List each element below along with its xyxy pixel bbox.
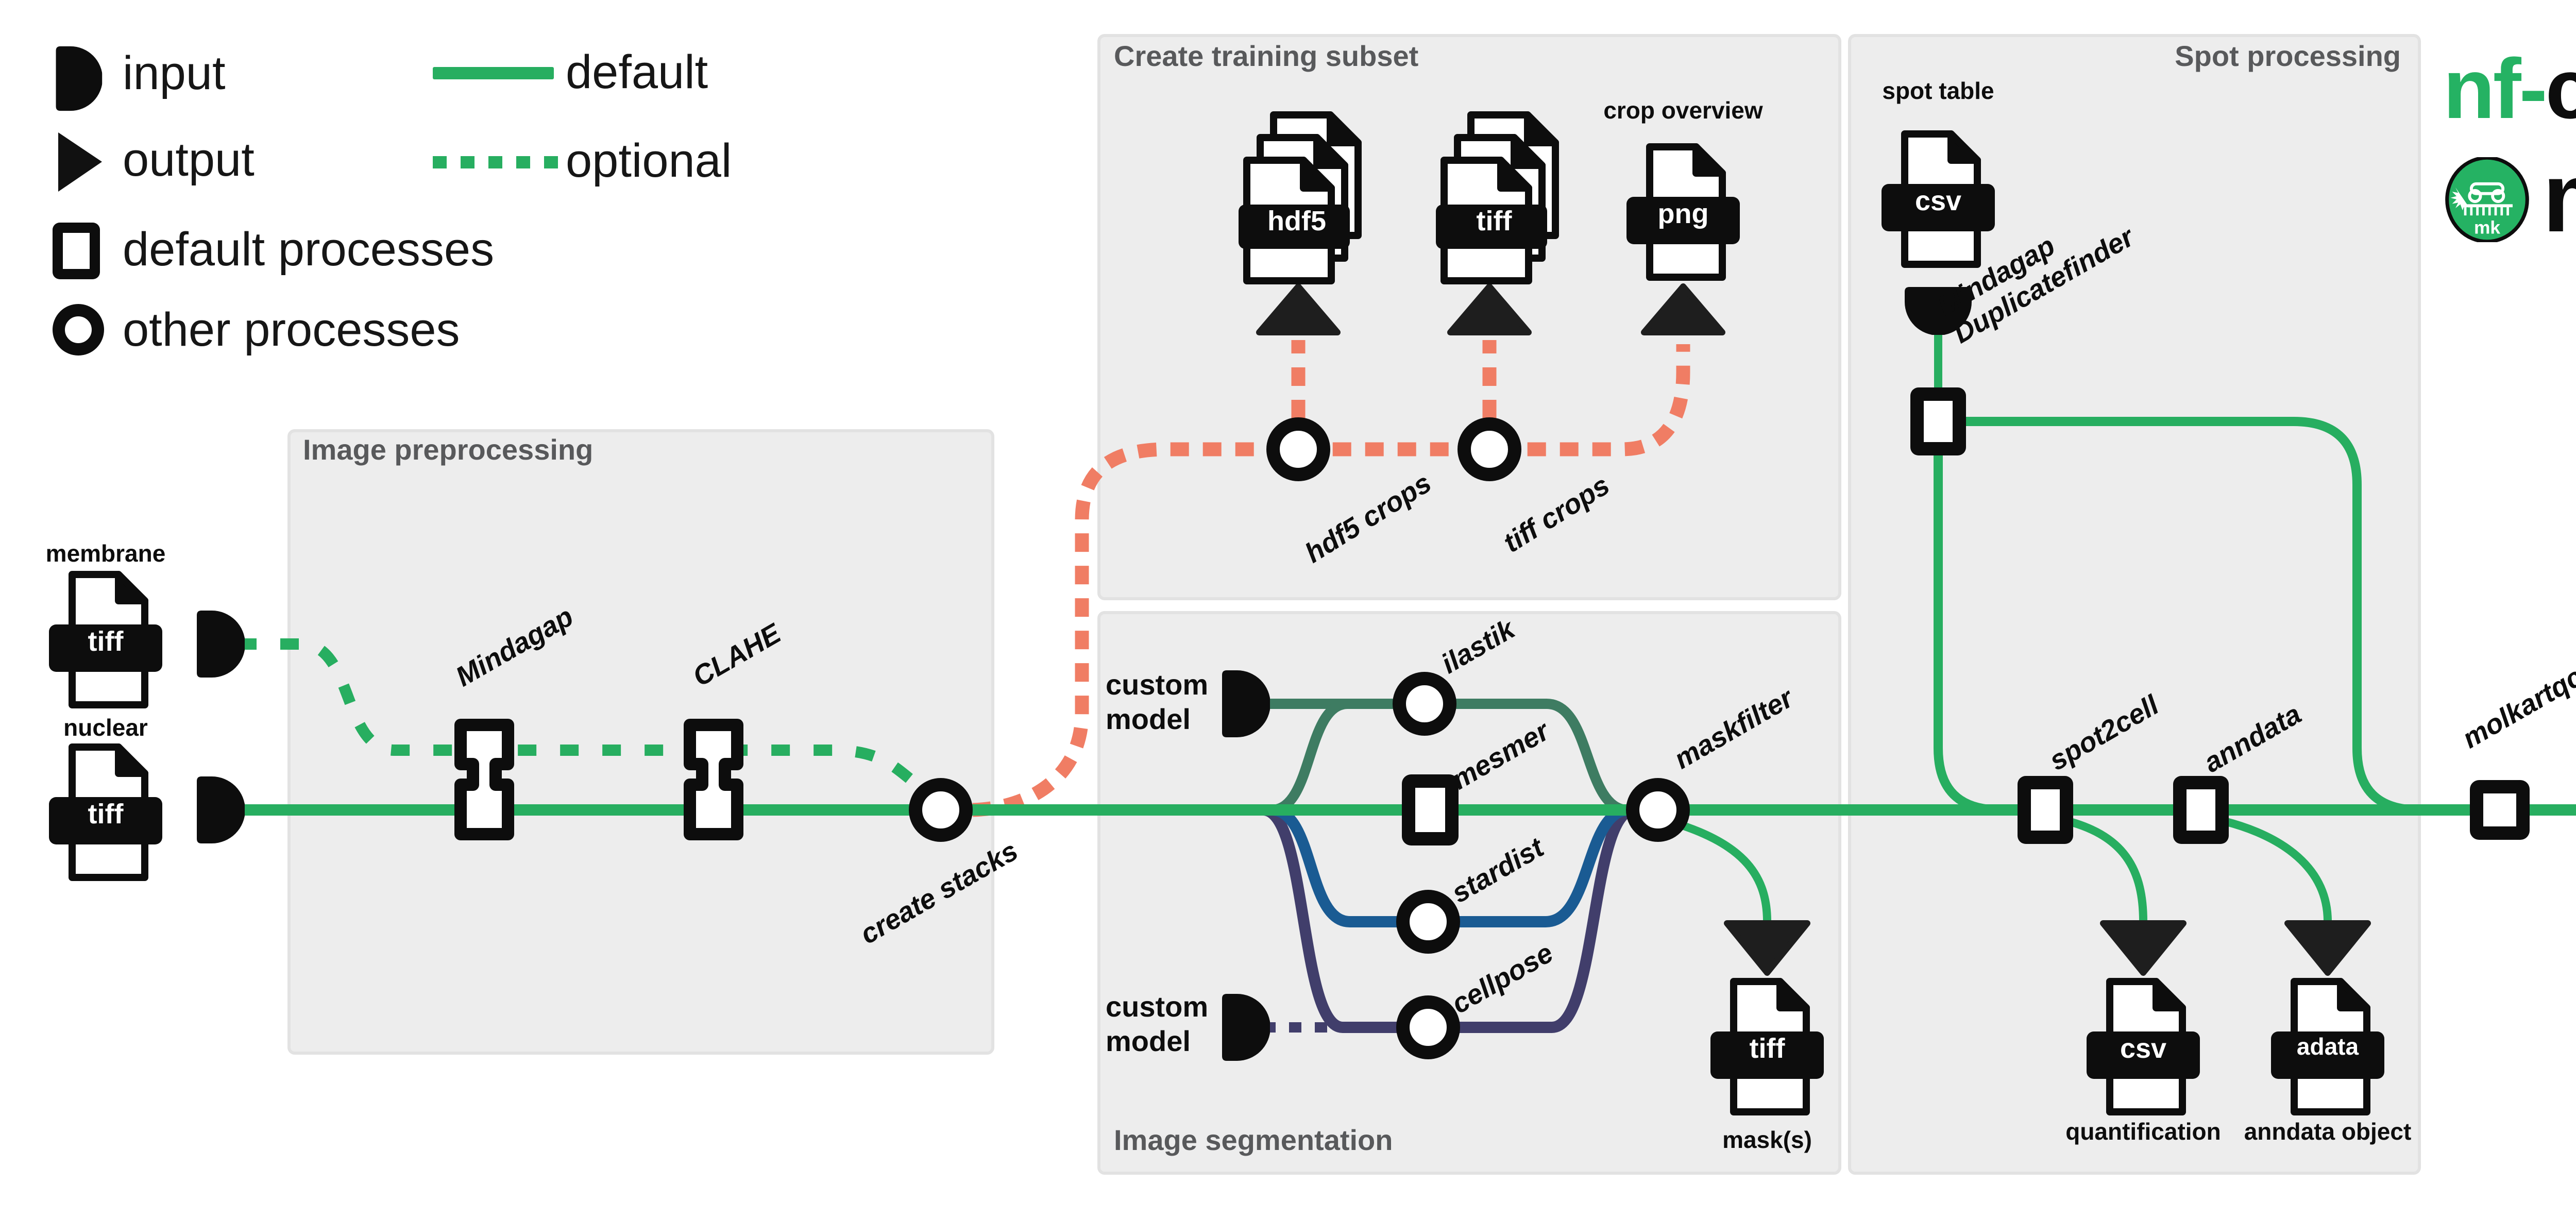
output-icon [58,132,102,192]
mask-caption: mask(s) [1722,1126,1812,1153]
mesmer-node [1402,774,1459,845]
default-line-sample [433,67,554,79]
section-title-training: Create training subset [1114,40,1419,72]
ilastik-node [1393,672,1456,736]
default-process-icon [53,223,100,279]
maskfilter-node [1626,778,1690,842]
line-duplicatefinder-down [1934,452,2001,815]
output-arrow-hdf5 [1256,283,1341,335]
custom-model-bottom-label: custom model [1106,990,1209,1058]
tiff-crops-node [1458,417,1521,481]
clahe-node [682,717,745,842]
line-ilastik [1263,699,1629,815]
output-arrow-mask [1724,920,1810,976]
output-arrow-quantification [2100,920,2187,976]
nuclear-caption: nuclear [63,714,148,741]
legend-output-label: output [123,133,255,186]
molkartqc-node [2470,780,2530,840]
anndata-node [2173,776,2229,844]
custom-model-top-label: custom model [1106,668,1209,736]
spot-ext-label: csv [1914,185,1962,216]
line-training-optional [972,344,1690,817]
file-icon-tiff-stack [1435,111,1589,289]
cellpose-node [1396,995,1460,1059]
mask-ext-label: tiff [1749,1033,1785,1064]
logo-prefix-green: nf- [2443,41,2548,136]
stardist-node [1396,890,1460,954]
line-duplicatefinder-bypass [1966,417,2419,815]
spot-table-caption: spot table [1882,77,1994,104]
line-maskfilter-output [1668,817,1771,922]
mindagap-node [452,717,516,842]
legend-default-line-label: default [566,46,708,98]
line-membrane-optional [238,638,930,797]
badge-mk-text: mk [2474,218,2500,238]
output-arrow-anndata [2284,920,2371,976]
quantification-ext-label: csv [2120,1033,2167,1064]
molkart-badge-icon: mk [2445,157,2529,242]
section-image-preprocessing [287,429,994,1055]
membrane-ext-label: tiff [88,626,124,657]
file-icon-hdf5-stack [1238,111,1392,289]
legend-default-processes-label: default processes [123,223,495,276]
hdf5-crops-node [1266,417,1330,481]
nuclear-input-icon [193,774,245,846]
tiff-crops-ext-label: tiff [1476,206,1512,236]
section-title-segmentation: Image segmentation [1114,1124,1393,1156]
input-icon [52,44,103,113]
badge-burst [2450,187,2470,211]
legend-other-processes-label: other processes [123,303,460,356]
section-title-preprocessing: Image preprocessing [303,433,594,466]
line-ilastik-join [1270,699,1349,815]
quantification-caption: quantification [2065,1118,2221,1145]
legend-input-label: input [123,47,226,99]
membrane-input-icon [193,608,245,680]
legend-optional-line-label: optional [566,134,732,187]
mindagap-duplicatefinder-node [1910,387,1966,455]
create-stacks-node [909,778,973,842]
anndata-object-caption: anndata object [2244,1118,2412,1145]
line-anndata-output [2210,814,2332,922]
nf-core-logo-text: nf-core/ [2443,40,2576,138]
line-spot2cell-output [2055,814,2147,922]
png-ext-label: png [1657,198,1709,229]
membrane-caption: membrane [45,540,166,567]
optional-line-sample [433,156,559,168]
output-arrow-tiff [1447,283,1532,335]
crop-overview-caption: crop overview [1603,97,1763,124]
other-process-icon [53,304,104,356]
molkart-logo-text: molkart [2543,140,2576,254]
output-arrow-png [1641,283,1725,335]
logo-prefix-black: core/ [2545,41,2576,136]
hdf5-ext-label: hdf5 [1267,206,1326,236]
nuclear-ext-label: tiff [88,799,124,830]
adata-ext-label: adata [2296,1033,2359,1060]
spot2cell-node [2018,776,2073,844]
section-title-spot: Spot processing [2175,40,2401,72]
